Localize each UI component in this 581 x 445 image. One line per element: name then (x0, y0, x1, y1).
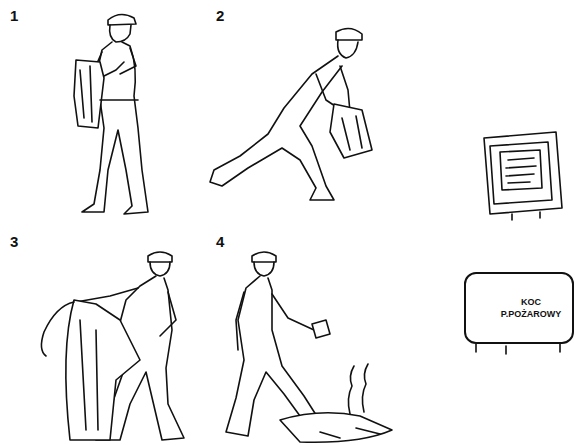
callout-number: 1 (10, 8, 18, 23)
callout-number: 2 (216, 8, 224, 23)
figure-one (74, 14, 148, 214)
figure-two (210, 28, 372, 200)
text-group: KOC P.POŻAROWY (474, 296, 564, 320)
blanket-box: KOC P.POŻAROWY (464, 272, 574, 344)
callout-number: 4 (216, 234, 224, 249)
figure-four (226, 252, 392, 442)
fire-cabinet (484, 132, 562, 220)
box-feet (476, 344, 560, 354)
figure-three (41, 252, 184, 440)
callout-number: 3 (10, 234, 18, 249)
box-label: KOC P.POŻAROWY (498, 296, 564, 320)
